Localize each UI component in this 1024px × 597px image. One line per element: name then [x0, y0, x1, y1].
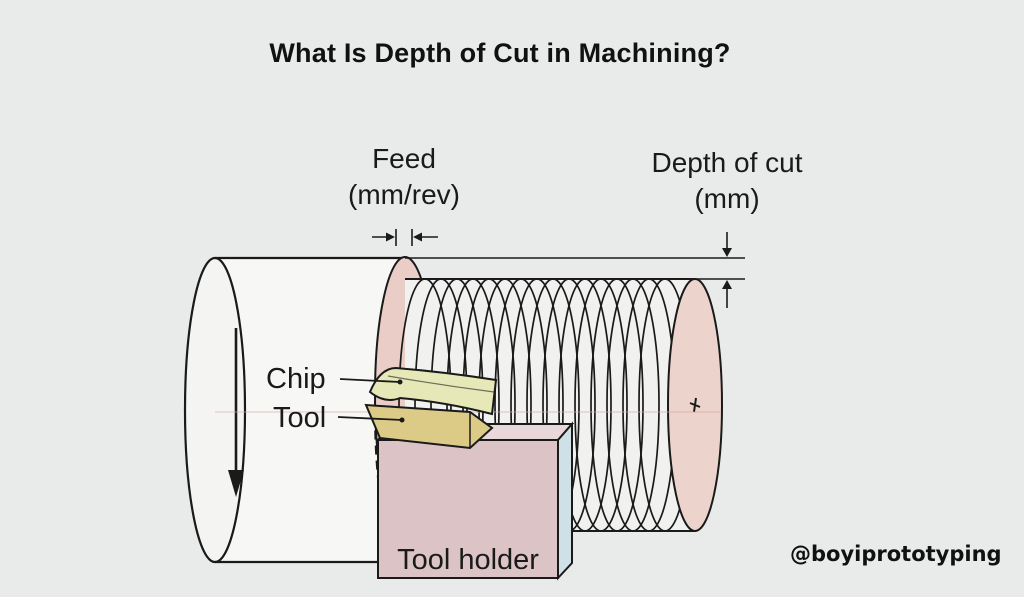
chip-label: Chip	[266, 363, 326, 395]
cutting-tool	[364, 403, 494, 450]
depth-of-cut-dimension	[405, 232, 745, 308]
tool-holder-label: Tool holder	[397, 544, 539, 576]
page-title: What Is Depth of Cut in Machining?	[269, 38, 731, 68]
leader-lines	[337, 378, 405, 423]
chip	[368, 366, 498, 416]
feed-dimension	[372, 229, 438, 246]
tool-label: Tool	[273, 402, 326, 434]
feed-unit-label: (mm/rev)	[348, 179, 460, 210]
feed-label: Feed	[372, 143, 436, 174]
depth-of-cut-label: Depth of cut	[652, 147, 803, 178]
rotation-arrow	[228, 328, 244, 497]
depth-of-cut-unit-label: (mm)	[694, 183, 759, 214]
watermark-handle: @boyiprototyping	[790, 542, 1002, 566]
